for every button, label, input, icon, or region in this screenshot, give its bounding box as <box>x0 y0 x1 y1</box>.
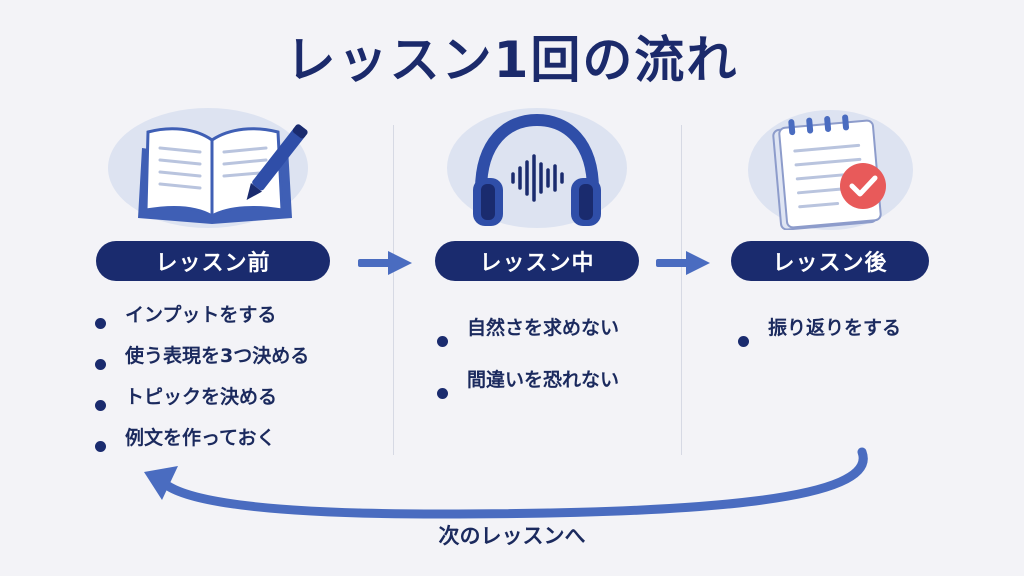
list-item: 使う表現を3つ決める <box>95 343 309 384</box>
column-divider-1 <box>393 125 394 455</box>
arrow-right-icon <box>656 251 710 275</box>
step-label-before: レッスン前 <box>96 241 330 281</box>
loop-label: 次のレッスンへ <box>438 524 586 548</box>
open-book-pen-icon <box>138 124 308 224</box>
list-item: 間違いを恐れない <box>437 367 619 419</box>
list-item: トピックを決める <box>95 384 309 425</box>
after-items-list: 振り返りをする <box>738 315 901 367</box>
step-label-during: レッスン中 <box>435 241 639 281</box>
during-items-list: 自然さを求めない 間違いを恐れない <box>437 315 619 419</box>
headphones-sound-wave-icon <box>473 113 601 226</box>
list-item: インプットをする <box>95 302 309 343</box>
list-item: 例文を作っておく <box>95 425 309 466</box>
list-item: 振り返りをする <box>738 315 901 367</box>
list-item: 自然さを求めない <box>437 315 619 367</box>
step-label-after: レッスン後 <box>731 241 929 281</box>
column-divider-2 <box>681 125 682 455</box>
page-title: レッスン1回の流れ <box>285 31 739 89</box>
notepad-check-icon <box>772 114 886 230</box>
arrow-right-icon <box>358 251 412 275</box>
before-items-list: インプットをする 使う表現を3つ決める トピックを決める 例文を作っておく <box>95 302 309 466</box>
